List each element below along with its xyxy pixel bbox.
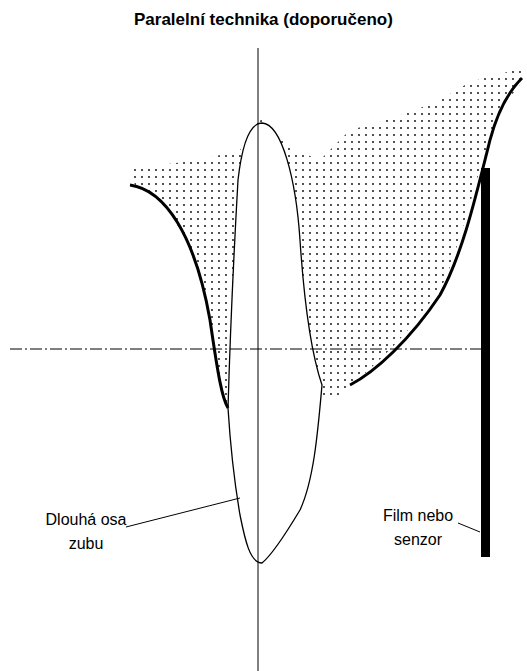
- tooth-outline: [228, 123, 322, 563]
- part-label: Film nebo senzor: [368, 504, 468, 552]
- central-ray: [10, 349, 484, 350]
- diagram-title: Paralelní technika (doporučeno): [134, 10, 393, 30]
- bone-dots: [130, 68, 522, 408]
- bone-contour: [130, 185, 228, 408]
- leader-line: [126, 498, 240, 527]
- film-sensor: [481, 168, 490, 557]
- leader-line: [458, 523, 480, 532]
- axis-line: [258, 48, 259, 671]
- bone-contour: [350, 78, 522, 385]
- part-label: Dlouhá osa zubu: [36, 508, 136, 556]
